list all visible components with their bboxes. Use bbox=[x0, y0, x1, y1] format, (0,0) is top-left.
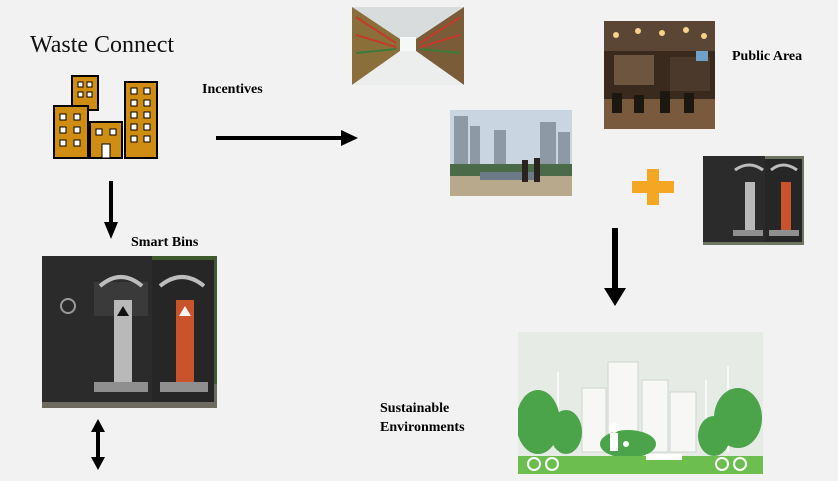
diagram-title: Waste Connect bbox=[30, 32, 175, 58]
label-incentives: Incentives bbox=[202, 82, 263, 97]
smart-bins-small-image bbox=[703, 156, 804, 245]
arrow-down-sustainable bbox=[604, 228, 626, 306]
sustainable-city-image bbox=[518, 332, 763, 474]
supermarket-aisle-image bbox=[352, 7, 464, 85]
city-street-image bbox=[450, 110, 572, 196]
smart-bins-image bbox=[42, 256, 217, 408]
arrow-down-smart-bins bbox=[104, 181, 118, 239]
arrow-updown-bottom bbox=[91, 419, 105, 470]
label-sustainable-line2: Environments bbox=[380, 420, 465, 435]
label-smart-bins: Smart Bins bbox=[131, 235, 199, 250]
buildings-icon bbox=[52, 74, 160, 160]
plus-icon bbox=[632, 169, 674, 205]
restaurant-interior-image bbox=[604, 21, 715, 129]
label-public-area: Public Area bbox=[732, 49, 803, 64]
arrow-right-incentives bbox=[216, 130, 358, 146]
label-sustainable-line1: Sustainable bbox=[380, 401, 450, 416]
label-sustainable-environments: Sustainable Environments bbox=[380, 399, 465, 437]
